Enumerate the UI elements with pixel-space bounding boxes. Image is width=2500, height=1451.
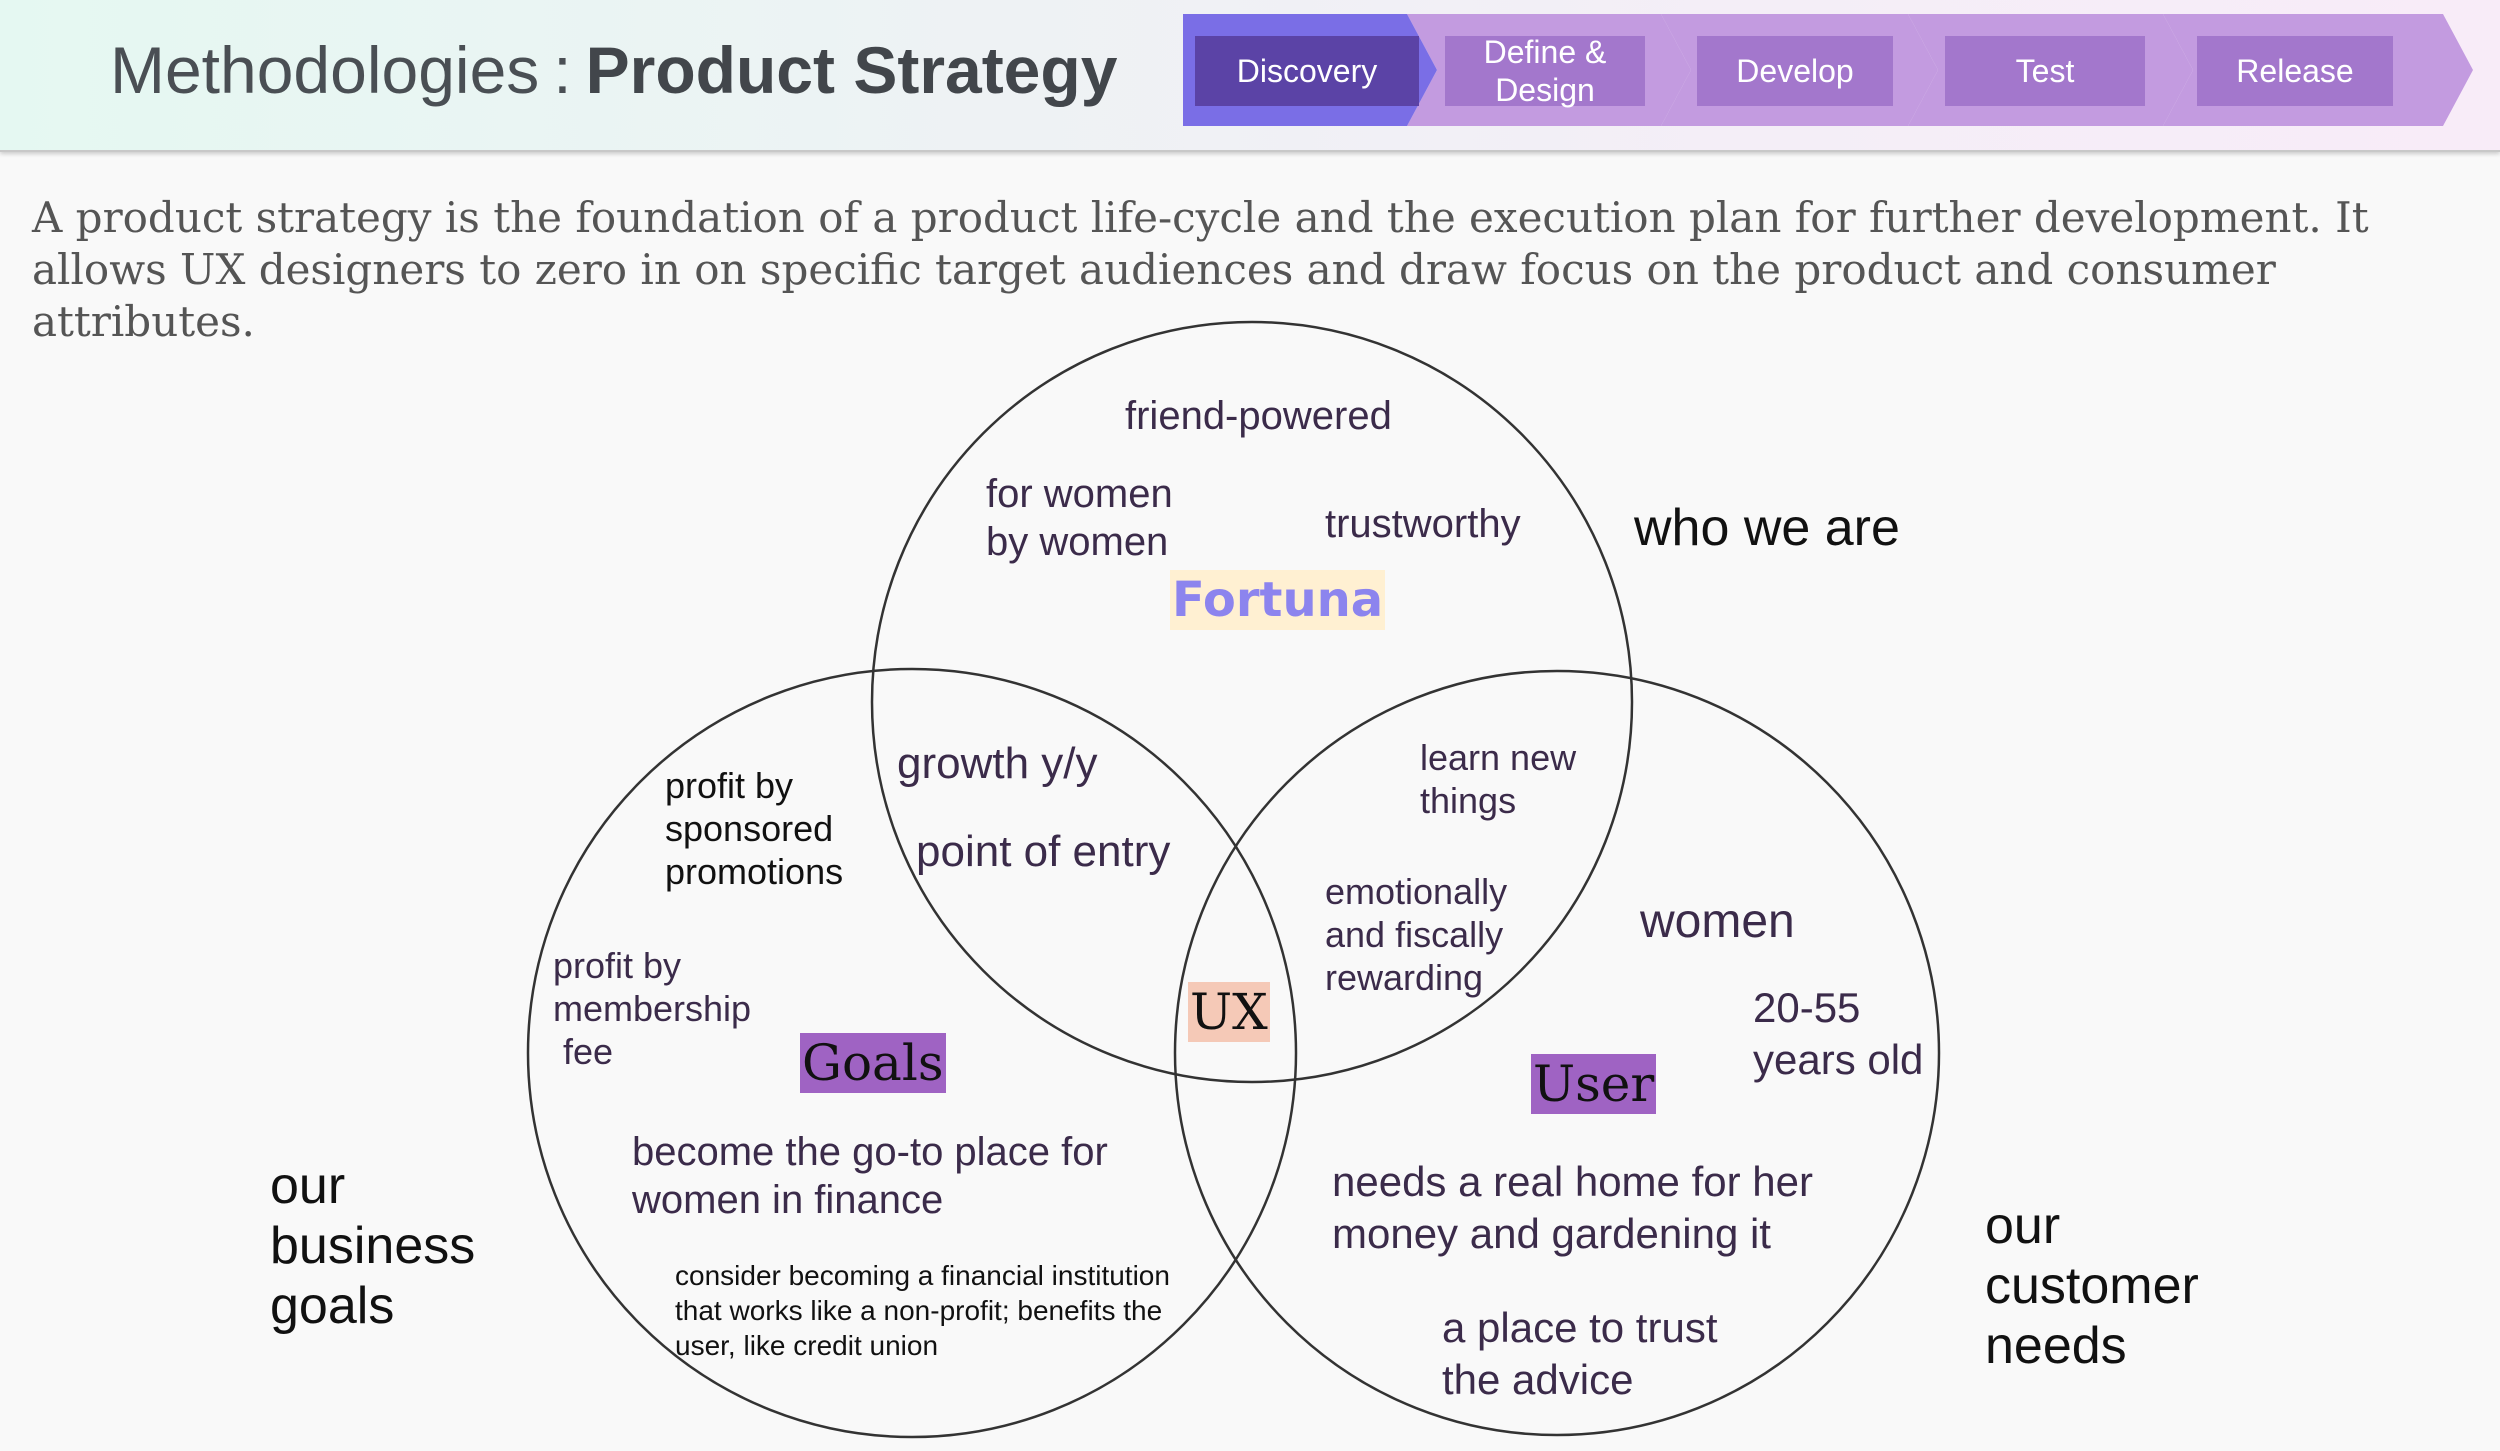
step-define-design[interactable]: Define & Design bbox=[1445, 34, 1645, 108]
need-real-home: needs a real home for her money and gard… bbox=[1332, 1158, 1813, 1257]
tag-fortuna: Fortuna bbox=[1170, 570, 1386, 630]
circle-who-we-are bbox=[870, 320, 1634, 1084]
header-bar: Methodologies:Product Strategy Discovery… bbox=[0, 0, 2500, 152]
page-title-separator: : bbox=[553, 33, 572, 107]
methodology-steps: Discovery Define & Design Develop Test R… bbox=[1183, 14, 2473, 126]
attr-trustworthy: trustworthy bbox=[1325, 502, 1521, 546]
goal-membership-fee: profit by membership fee bbox=[553, 945, 752, 1072]
step-discovery[interactable]: Discovery bbox=[1195, 36, 1419, 106]
attr-learn-new-things: learn new things bbox=[1420, 737, 1577, 821]
goal-financial-institution: consider becoming a financial institutio… bbox=[675, 1260, 1170, 1361]
label-business-goals: our business goals bbox=[270, 1157, 476, 1335]
label-who-we-are: who we are bbox=[1634, 499, 1900, 557]
page-title-prefix: Methodologies bbox=[110, 33, 540, 107]
goal-sponsored-promotions: profit by sponsored promotions bbox=[665, 765, 844, 892]
need-trust-advice: a place to trust the advice bbox=[1442, 1304, 1718, 1403]
step-test[interactable]: Test bbox=[1945, 36, 2145, 106]
attr-emotionally-fiscally-rewarding: emotionally and fiscally rewarding bbox=[1325, 871, 1508, 998]
attr-growth: growth y/y bbox=[897, 739, 1098, 788]
step-develop[interactable]: Develop bbox=[1697, 36, 1893, 106]
tag-ux: UX bbox=[1188, 982, 1270, 1042]
intro-text: A product strategy is the foundation of … bbox=[32, 193, 2369, 346]
attr-for-women-by-women: for women by women bbox=[986, 472, 1173, 564]
tag-user: User bbox=[1531, 1054, 1657, 1114]
step-define-design-label: Define & Design bbox=[1483, 34, 1607, 108]
circle-customer-needs bbox=[1173, 669, 1941, 1437]
tag-goals: Goals bbox=[800, 1033, 946, 1093]
goal-go-to-place: become the go-to place for women in fina… bbox=[632, 1130, 1108, 1222]
attr-point-of-entry: point of entry bbox=[916, 827, 1171, 876]
attr-friend-powered: friend-powered bbox=[1125, 394, 1392, 438]
step-release[interactable]: Release bbox=[2197, 36, 2393, 106]
need-age-range: 20-55 years old bbox=[1753, 984, 1924, 1083]
page-title: Methodologies:Product Strategy bbox=[110, 30, 1117, 110]
label-customer-needs: our customer needs bbox=[1985, 1197, 2199, 1375]
need-women: women bbox=[1640, 895, 1795, 948]
page-title-main: Product Strategy bbox=[585, 33, 1118, 107]
circle-business-goals bbox=[526, 667, 1298, 1439]
